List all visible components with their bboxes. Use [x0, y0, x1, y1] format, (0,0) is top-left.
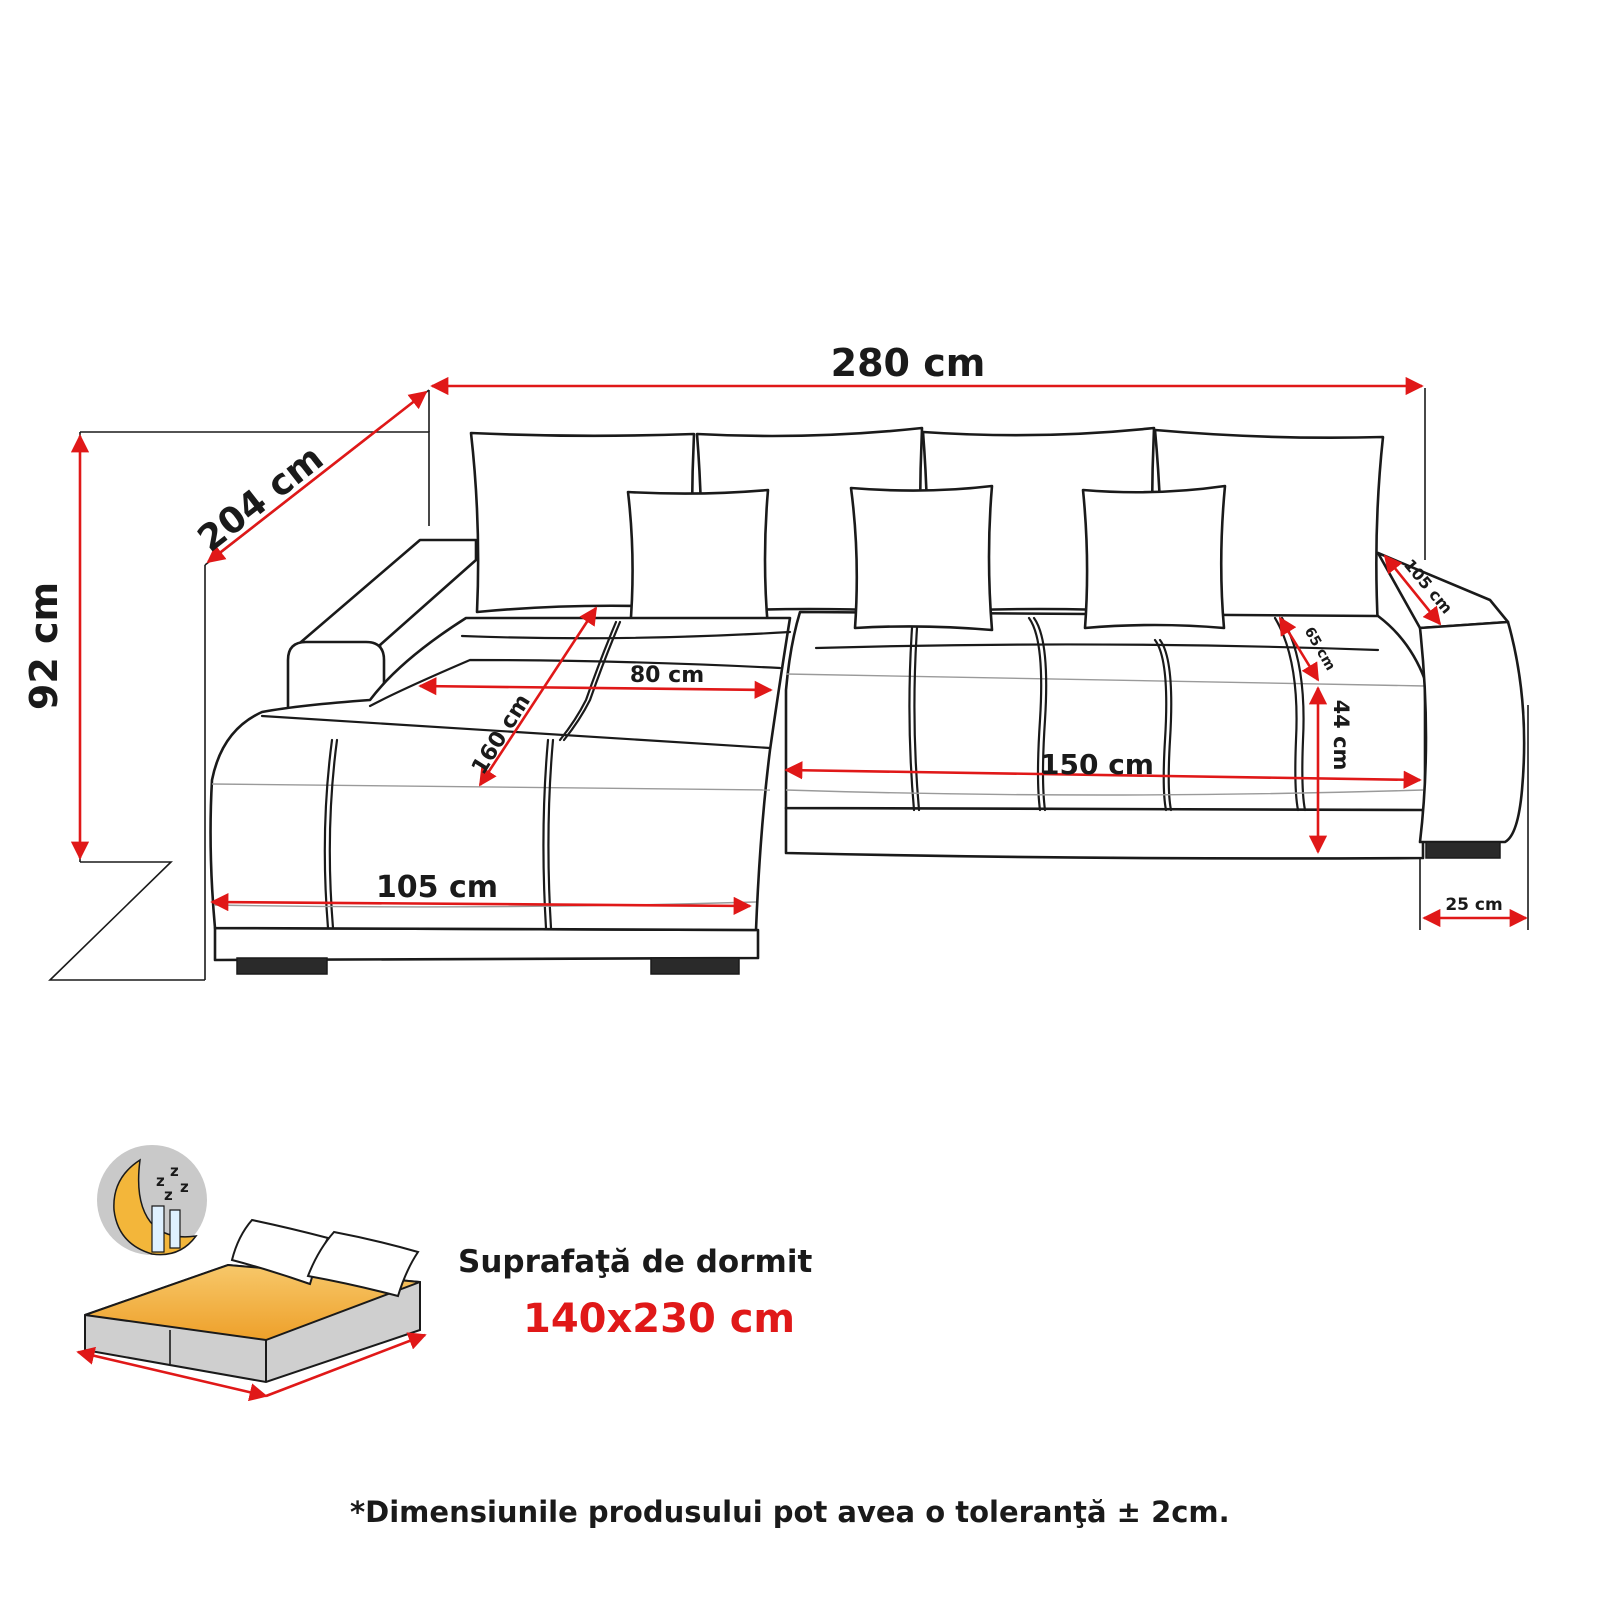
dim-total-height: 92 cm: [22, 582, 66, 710]
bed-icon: [76, 1218, 427, 1402]
front-cushions: [626, 484, 1227, 632]
sleeping-moon-icon: z z z z: [97, 1145, 207, 1256]
front-cushion-1: [626, 488, 770, 632]
dimension-arrows: [70, 376, 1528, 928]
dim-main-seat-width: 150 cm: [1040, 748, 1154, 781]
sleeping-area-label: Suprafaţă de dormit: [458, 1244, 813, 1280]
front-cushion-2: [849, 484, 994, 632]
sleeping-area-value: 140x230 cm: [523, 1296, 796, 1342]
svg-text:z: z: [156, 1172, 165, 1190]
svg-text:z: z: [180, 1178, 189, 1196]
svg-text:z: z: [164, 1186, 173, 1204]
dim-seat-height: 44 cm: [1329, 700, 1353, 771]
dim-chaise-seat-width: 80 cm: [630, 663, 704, 688]
tolerance-disclaimer: *Dimensiunile produsului pot avea o tole…: [350, 1495, 1230, 1529]
pillow-icon: [306, 1230, 420, 1298]
dim-total-width: 280 cm: [831, 341, 986, 385]
dim-total-depth: 204 cm: [191, 438, 332, 561]
dim-armrest-width: 25 cm: [1445, 895, 1502, 915]
front-cushion-3: [1081, 484, 1227, 630]
svg-text:z: z: [170, 1162, 179, 1180]
main-seat: [784, 610, 1427, 860]
dim-chaise-front-width: 105 cm: [376, 870, 498, 905]
